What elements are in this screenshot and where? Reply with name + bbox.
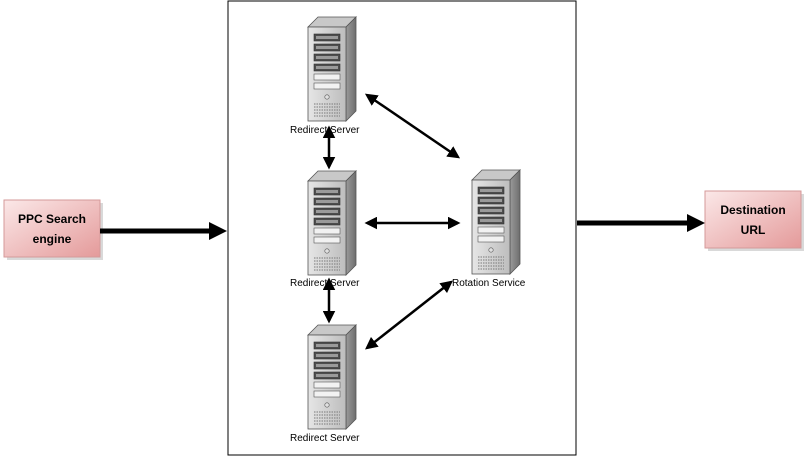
arrow-source-to-cluster-head — [209, 222, 227, 240]
redirect-server-top-icon — [307, 16, 357, 122]
ppc-search-engine-label: PPC Search engine — [17, 211, 87, 246]
redirect-server-bottom-label: Redirect Server — [290, 433, 360, 444]
destination-url-label: Destination URL — [720, 202, 786, 237]
redirect-server-middle-icon — [307, 170, 357, 276]
arrow-cluster-to-destination-head — [687, 214, 705, 232]
server-cluster-container — [227, 0, 577, 456]
arrow-bottom-rotation — [365, 280, 453, 350]
ppc-search-engine-box — [3, 199, 103, 260]
redirect-server-middle-label: Redirect Server — [290, 278, 360, 289]
arrow-top-rotation — [364, 93, 461, 159]
redirect-server-top-label: Redirect Server — [290, 125, 360, 136]
destination-url-box — [704, 190, 804, 251]
redirect-server-bottom-icon — [307, 324, 357, 430]
rotation-service-label: Rotation Service — [452, 278, 526, 289]
rotation-service-icon — [471, 169, 521, 275]
